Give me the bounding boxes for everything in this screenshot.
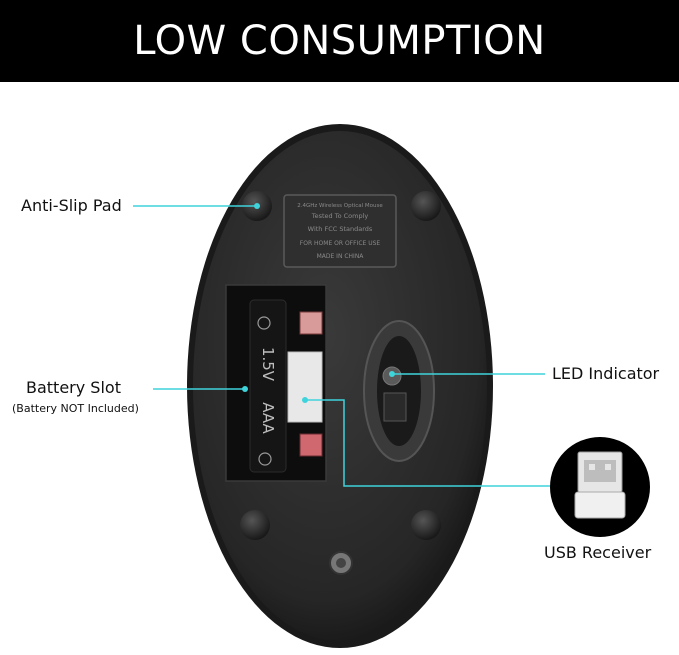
pad-bottom-left <box>240 510 270 540</box>
usb-callout-line <box>305 399 550 487</box>
led-callout-dot <box>389 371 395 377</box>
label-line3: With FCC Standards <box>308 225 373 233</box>
led-indicator-label: LED Indicator <box>552 364 660 383</box>
pad-top-right <box>411 191 441 221</box>
label-line1: 2.4GHz Wireless Optical Mouse <box>297 203 383 209</box>
usb-receiver-label: USB Receiver <box>544 543 652 562</box>
banner-title: LOW CONSUMPTION <box>133 18 546 64</box>
anti-slip-callout-dot <box>254 203 260 209</box>
label-line5: MADE IN CHINA <box>317 253 365 260</box>
anti-slip-pads <box>240 191 441 540</box>
battery-contact-top <box>299 311 323 335</box>
battery-voltage-marking: 1.5V <box>259 347 277 382</box>
battery-slot-label: Battery Slot <box>26 378 121 397</box>
battery-plus-icon <box>258 452 272 466</box>
pad-bottom-right <box>411 510 441 540</box>
label-line4: FOR HOME OR OFFICE USE <box>300 240 381 247</box>
battery-label-strip <box>287 351 323 423</box>
battery-callout-dot <box>242 386 248 392</box>
battery-contact-bottom <box>299 433 323 457</box>
sensor-window <box>377 336 421 446</box>
usb-callout-dot <box>302 397 308 403</box>
usb-receiver-icon <box>574 451 626 519</box>
label-plate <box>283 194 397 268</box>
battery-well <box>249 299 287 473</box>
mouse-body <box>193 131 487 641</box>
battery-note: (Battery NOT Included) <box>12 402 139 415</box>
label-line2: Tested To Comply <box>311 212 369 220</box>
screw-head <box>336 558 346 568</box>
battery-minus-icon <box>257 316 271 330</box>
battery-size-marking: AAA <box>259 402 277 434</box>
sensor-lens <box>383 392 407 422</box>
anti-slip-pad-label: Anti-Slip Pad <box>21 196 122 215</box>
header-banner: LOW CONSUMPTION <box>0 0 679 82</box>
